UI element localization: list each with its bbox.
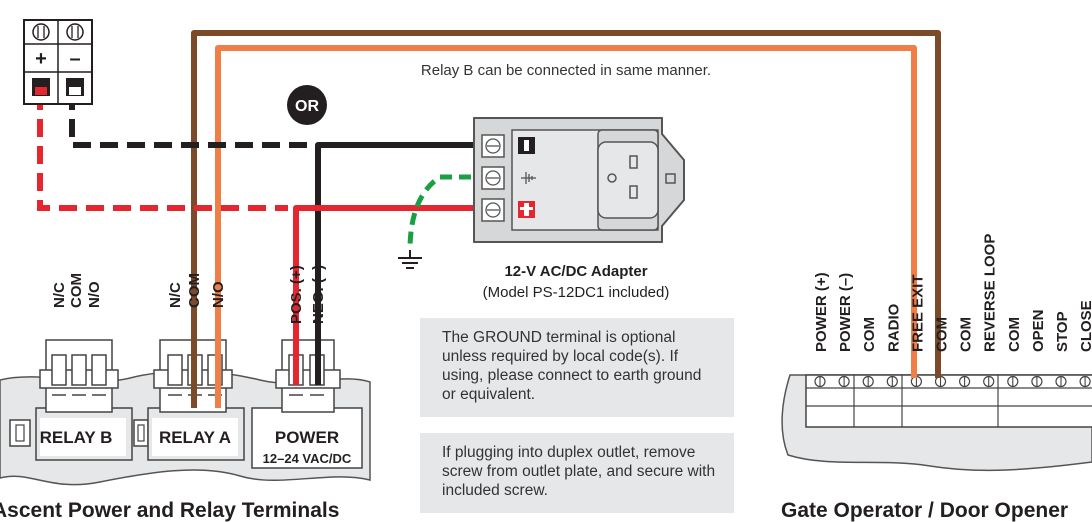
gate-terminal-label: OPEN [1030, 309, 1047, 352]
earth-ground-icon [398, 250, 422, 269]
relay-b-block [9, 339, 133, 461]
relay-b-note: Relay B can be connected in same manner. [421, 62, 711, 79]
battery-terminal [23, 19, 93, 105]
power-sublabel: 12–24 VAC/DC [263, 451, 352, 466]
relay-b-label: RELAY B [40, 428, 113, 447]
gate-terminal-label: COM [958, 317, 975, 352]
gate-terminal-label: STOP [1054, 311, 1071, 352]
ground-note-box: The GROUND terminal is optional unless r… [420, 318, 734, 417]
gate-terminal-label: POWER (+) [813, 272, 830, 352]
relay-a-pin-com: COM [186, 273, 203, 308]
relay-a-pin-labels: N/C COM N/O [167, 273, 227, 308]
gate-terminal-label: FREE EXIT [909, 274, 926, 352]
power-pin-labels: POS. (+) NEG. (–) [288, 265, 327, 324]
gate-terminal-label: REVERSE LOOP [982, 234, 999, 352]
relay-b-pin-com: COM [68, 273, 85, 308]
relay-a-pin-nc: N/C [167, 282, 184, 308]
adapter-subtitle: (Model PS-12DC1 included) [483, 284, 670, 301]
battery-minus-label: – [69, 48, 80, 70]
ac-dc-adapter [473, 117, 685, 243]
gate-terminal-labels: POWER (+) POWER (–) COM RADIO FREE EXIT COM CO… [813, 234, 1092, 352]
gate-terminal-label: COM [934, 317, 951, 352]
wire-ends [191, 355, 321, 385]
gate-terminal-label: RADIO [885, 303, 902, 352]
relay-b-pin-no: N/O [86, 281, 103, 308]
power-pin-pos: POS. (+) [288, 265, 305, 324]
duplex-note-text: If plugging into duplex outlet, remove s… [442, 444, 716, 499]
caption-ascent: Ascent Power and Relay Terminals [0, 499, 339, 522]
relay-b-pin-nc: N/C [51, 282, 68, 308]
relay-a-label: RELAY A [159, 428, 231, 447]
power-pin-neg: NEG. (–) [310, 265, 327, 324]
power-label: POWER [275, 428, 339, 447]
duplex-note-box: If plugging into duplex outlet, remove s… [420, 433, 734, 513]
caption-gate-text: Gate Operator / Door Opener [781, 499, 1069, 522]
battery-plus-label: + [35, 48, 47, 70]
caption-ascent-text: Ascent Power and Relay Terminals [0, 499, 340, 522]
gate-terminal-label: CLOSE [1078, 300, 1092, 352]
gate-terminal-label: COM [1006, 317, 1023, 352]
gate-terminal-label: POWER (–) [837, 273, 854, 352]
gate-terminal-strip [805, 374, 1092, 428]
adapter-title: 12-V AC/DC Adapter [504, 263, 647, 280]
wires [37, 30, 941, 408]
gate-terminal-label: COM [861, 317, 878, 352]
ground-note-text: The GROUND terminal is optional unless r… [442, 329, 702, 403]
relay-b-pin-labels: N/C COM N/O [51, 273, 103, 308]
relay-a-pin-no: N/O [210, 281, 227, 308]
or-badge [287, 85, 327, 125]
caption-gate: Gate Operator / Door Opener [781, 499, 1068, 522]
or-badge-label: OR [295, 98, 319, 115]
